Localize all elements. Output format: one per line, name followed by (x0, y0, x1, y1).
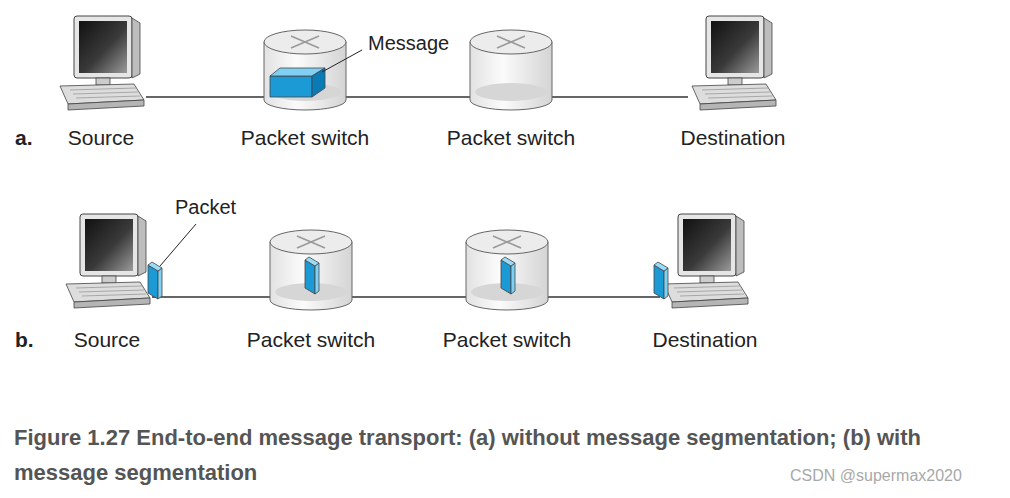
leader-line (160, 224, 196, 266)
keyboard-front (672, 298, 748, 308)
monitor-screen (85, 219, 133, 271)
node-label: Destination (680, 126, 785, 150)
row-letter: b. (15, 328, 34, 352)
keyboard-keys (702, 88, 768, 90)
keyboard-keys (708, 96, 772, 98)
node-label: Packet switch (247, 328, 375, 352)
router-arrows (493, 236, 521, 248)
monitor-side (132, 18, 140, 78)
monitor-screen (683, 219, 731, 271)
packet-side (315, 263, 319, 294)
switch-icon (264, 30, 346, 110)
leader-line (322, 50, 362, 72)
keyboard-keys (677, 290, 742, 292)
monitor-screen (79, 21, 127, 73)
router-arrows (291, 36, 319, 48)
computer-icon (56, 14, 146, 112)
monitor-bezel (678, 214, 736, 276)
link-line (552, 96, 688, 97)
link-line (346, 96, 470, 97)
monitor-neck (700, 276, 714, 283)
computer-icon (660, 212, 750, 310)
monitor-bezel (706, 16, 764, 78)
message-side (312, 68, 325, 97)
packet-top (305, 257, 319, 266)
monitor-bezel (80, 214, 138, 276)
monitor-neck (102, 276, 116, 283)
packet-side (158, 268, 162, 299)
switch-icon (470, 30, 552, 110)
link-line (352, 296, 466, 297)
keyboard-keys (705, 92, 770, 94)
message-front (270, 76, 312, 97)
monitor-screen (711, 21, 759, 73)
node-label: Source (68, 126, 135, 150)
packet-top (501, 257, 515, 266)
packet-top (654, 262, 668, 271)
node-label: Packet switch (447, 126, 575, 150)
node-label: Packet switch (443, 328, 571, 352)
link-line (152, 296, 270, 297)
packet-switch: Packet switch (270, 230, 352, 310)
keyboard-keys (680, 294, 744, 296)
link-line (548, 296, 660, 297)
monitor-side (138, 216, 146, 276)
keyboard-keys (82, 294, 146, 296)
node-label: Source (74, 328, 141, 352)
keyboard-keys (76, 96, 140, 98)
router-arrows (297, 236, 325, 248)
keyboard-front (700, 100, 776, 110)
router-arrows (291, 36, 319, 48)
switch-icon (466, 230, 548, 310)
keyboard-keys (79, 290, 144, 292)
switch-top (470, 30, 552, 54)
figure-caption: Figure 1.27 End-to-end message transport… (14, 420, 1006, 490)
router-arrows (497, 36, 525, 48)
monitor-bezel (74, 16, 132, 78)
router-arrows (297, 236, 325, 248)
packet-side (664, 268, 668, 299)
packet-top (148, 262, 162, 271)
switch-top (264, 30, 346, 54)
packet-switch: Packet switch (264, 30, 346, 110)
host-computer: Destination (660, 212, 750, 310)
host-computer: Source (62, 212, 152, 310)
host-computer: Source (56, 14, 146, 112)
node-label: Packet switch (241, 126, 369, 150)
watermark: CSDN @supermax2020 (790, 466, 962, 485)
computer-icon (62, 212, 152, 310)
switch-floor (475, 83, 547, 101)
callout-label: Message (368, 32, 449, 55)
link-line (146, 96, 264, 97)
router-arrows (493, 236, 521, 248)
switch-top (270, 230, 352, 254)
monitor-side (764, 18, 772, 78)
monitor-neck (96, 78, 110, 85)
packet-switch: Packet switch (466, 230, 548, 310)
switch-icon (270, 230, 352, 310)
keyboard-keys (73, 92, 138, 94)
node-label: Destination (652, 328, 757, 352)
monitor-side (736, 216, 744, 276)
keyboard-keys (674, 286, 740, 288)
row-letter: a. (15, 126, 33, 150)
packet-switch: Packet switch (470, 30, 552, 110)
keyboard-front (74, 298, 150, 308)
router-arrows (497, 36, 525, 48)
packet-side (511, 263, 515, 294)
callout-label: Packet (175, 196, 236, 219)
keyboard-keys (70, 88, 136, 90)
monitor-neck (728, 78, 742, 85)
keyboard-keys (76, 286, 142, 288)
host-computer: Destination (688, 14, 778, 112)
computer-icon (688, 14, 778, 112)
switch-top (466, 230, 548, 254)
keyboard-front (68, 100, 144, 110)
